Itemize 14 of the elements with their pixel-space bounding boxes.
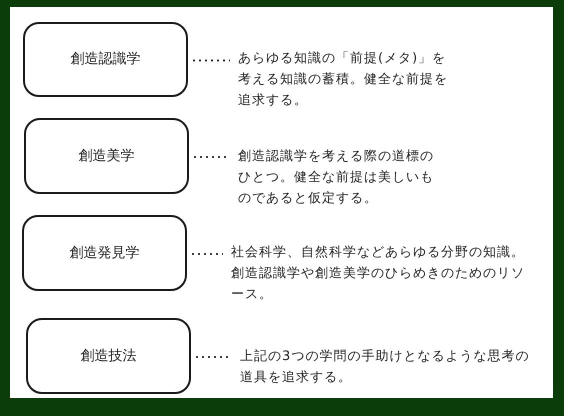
box-title: 創造美学	[78, 146, 134, 166]
description-text: 創造認識学を考える際の道標のひとつ。健全な前提は美しいものであると仮定する。	[238, 148, 435, 208]
rounded-box	[26, 318, 191, 394]
dotted-connector	[192, 253, 223, 255]
box-title: 創造認識学	[70, 50, 140, 69]
rounded-box	[24, 118, 189, 194]
dotted-connector	[193, 60, 230, 62]
rounded-box	[22, 215, 187, 291]
description-text: 社会科学、自然科学などあらゆる分野の知識。創造認識学や創造美学のひらめきのためのリソース。	[231, 244, 526, 304]
description-text: あらゆる知識の「前提(メタ)」を考える知識の蓄積。健全な前提を追求する。	[238, 50, 449, 110]
description-text: 上記の3つの学問の手助けとなるような思考の道具を追求する。	[240, 348, 530, 387]
box-title: 創造発見学	[70, 244, 140, 262]
rounded-box	[23, 22, 188, 97]
box-title: 創造技法	[80, 346, 136, 366]
